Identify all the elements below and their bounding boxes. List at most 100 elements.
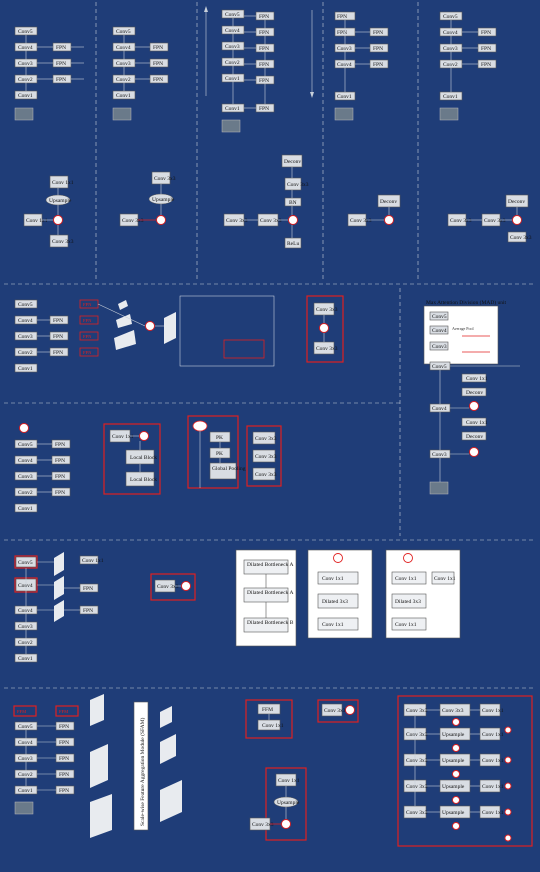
fusion5-conv-c-label: Conv 3x3 <box>510 235 532 241</box>
grid-out-icon-4 <box>505 809 511 815</box>
fpn-label-p5-2: FPN <box>481 46 491 52</box>
fusion3-relu-label: ReLu <box>287 241 299 247</box>
mad-channel-weight-icon-2 <box>470 448 479 457</box>
fpn-label-p2-c: FPN <box>153 77 163 83</box>
grid-out-icon-1 <box>505 727 511 733</box>
bottleneck-b-shortcut-label: Conv 1x1 <box>434 576 456 582</box>
mad-average-pool-label: Average Pool <box>452 326 474 331</box>
bottleneck-b-conv2-label: Conv 1x1 <box>395 622 417 628</box>
fusion2-conv-a-label: Conv 3x3 <box>122 218 144 224</box>
input-image-thumbnail <box>15 108 33 120</box>
conv-label-p3-6: Conv1 <box>225 106 240 112</box>
conv-stack-3-label: Conv 3x3 <box>255 472 277 478</box>
r3-top-add-icon <box>20 424 29 433</box>
grid-conv-15-label: Conv 1x1 <box>482 810 504 816</box>
local-block-2-label: Local Block <box>130 477 157 483</box>
fpn-label-p3-3: FPN <box>259 46 269 52</box>
input-image-thumbnail-p2 <box>113 108 131 120</box>
fpn-red-label-3: FPN <box>83 334 92 339</box>
grid-conv-10-label: Conv 3x3 <box>406 784 428 790</box>
grid-conv-3-label: Conv 1x1 <box>482 708 504 714</box>
mad-conv-a-label: Conv 1x1 <box>466 376 488 382</box>
r4-fpn-2-label: FPN <box>83 608 93 614</box>
conv5-label-p2: Conv5 <box>116 29 131 35</box>
r5-out-3 <box>160 780 182 822</box>
grid-conv-2-label: Conv 3x3 <box>442 708 464 714</box>
conv3-label: Conv3 <box>18 61 33 67</box>
stacked-feature-map <box>164 312 176 344</box>
conv3-label-p2: Conv3 <box>116 61 131 67</box>
fusion3-add-icon <box>289 216 298 225</box>
fpn-label-r3-1: FPN <box>55 442 65 448</box>
grid-out-icon-3 <box>505 783 511 789</box>
grid-conv-9-label: Conv 1x1 <box>482 758 504 764</box>
r5-stack-3 <box>90 794 112 838</box>
fpn-label-p3-1: FPN <box>259 14 269 20</box>
conv2-label-r4: Conv3 <box>18 624 33 630</box>
fusion2-upsample-label: Upsample <box>152 197 175 203</box>
fusion3-conv-label: Conv 3x3 <box>287 182 309 188</box>
grid-module-frame <box>398 696 532 846</box>
r5-fpn-4-label: FPN <box>59 772 69 778</box>
upsample-block-conv-label: Conv 1x1 <box>278 778 300 784</box>
mad-title: Max Attention Division (MAD) unit <box>426 299 507 306</box>
fusion3-bn-label: BN <box>289 200 297 206</box>
grid-conv-6-label: Conv 1x1 <box>482 732 504 738</box>
grid-conv-12-label: Conv 1x1 <box>482 784 504 790</box>
panel-5-pyramid: Conv5 Conv4 Conv3 Conv2 Conv1 FPN FPN FP… <box>440 12 496 120</box>
r4-fpn-1-label: FPN <box>83 586 93 592</box>
row4-dilated-network: Conv5 Conv4 Conv4 Conv3 Conv2 Conv1 Conv… <box>15 550 460 662</box>
grid-conv-11-label: Upsample <box>442 784 465 790</box>
fpn-label-r2-3: FPN <box>53 350 63 356</box>
row2-feature-stack-network: Conv5 Conv4 Conv3 Conv2 Conv1 FPN FPN FP… <box>15 296 274 372</box>
grid-add-icon-1 <box>453 719 460 726</box>
fusion3-conv-left-label: Conv 3x3 <box>226 218 248 224</box>
mad-conv-b-label: Conv 1x1 <box>466 420 488 426</box>
mad-conv4-label: Conv4 <box>432 406 447 412</box>
sfam-label: Scale-wise Feature Aggregation Module (S… <box>139 717 146 826</box>
bottleneck-a-dilated-label: Dilated 3x3 <box>322 599 348 605</box>
bottleneck-b-conv1-label: Conv 1x1 <box>395 576 417 582</box>
fpn-label-r2-1: FPN <box>53 318 63 324</box>
grid-add-icon-3 <box>453 771 460 778</box>
r5-fpn-3-label: FPN <box>59 756 69 762</box>
fpn-label-4: FPN <box>56 45 66 51</box>
mad-deconv-b-label: Deconv <box>466 434 483 440</box>
fpn-label-p5-1: FPN <box>481 30 491 36</box>
conv3-label-r2: Conv3 <box>18 334 33 340</box>
mad-deconv-a-label: Deconv <box>466 390 483 396</box>
mad-conv3-label: Conv3 <box>432 452 447 458</box>
fpn-label-p3-4: FPN <box>259 62 269 68</box>
mad-pool-2-label: Conv3 <box>432 344 447 350</box>
fpn-label-p4-2: FPN <box>373 46 383 52</box>
row1-fusion-blocks: Conv 1x1 Upsample Conv 1x1 Conv 3x3 Conv… <box>24 155 532 248</box>
grid-add-icon-4 <box>453 797 460 804</box>
grid-out-icon-2 <box>505 757 511 763</box>
fpn-detail-conv-top-label: Conv 3x3 <box>316 307 338 313</box>
fusion1-conv-1x1-label: Conv 1x1 <box>52 180 74 186</box>
local-conv-label: Conv 1x1 <box>112 434 134 440</box>
conv-label-p4-5: Conv1 <box>337 94 352 100</box>
conv1-label-r4: Conv2 <box>18 640 33 646</box>
mad-conv5-label: Conv5 <box>432 364 447 370</box>
r4-conv-right-label: Conv 1x1 <box>82 558 104 564</box>
conv4-label: Conv4 <box>18 45 33 51</box>
r4-fusion-add-icon <box>182 582 191 591</box>
conv-label-p4-3: Conv3 <box>337 46 352 52</box>
panel-3-bidirectional-pyramid: Conv5 Conv4 Conv3 Conv2 Conv1 Conv1 FPN … <box>204 6 314 132</box>
fpn-label-r3-3: FPN <box>55 474 65 480</box>
grid-conv-14-label: Upsample <box>442 810 465 816</box>
conv5-label: Conv5 <box>18 29 33 35</box>
input-image-thumbnail-p3 <box>222 120 240 132</box>
fpn-label-p3-2: FPN <box>259 30 269 36</box>
fusion4-conv-label: Conv 3x3 <box>350 218 372 224</box>
local-add-icon <box>140 432 149 441</box>
input-image-thumbnail-p5 <box>440 108 458 120</box>
ffm-detail-conv-label: Conv 1x1 <box>262 723 284 729</box>
conv-label-p5-5: Conv1 <box>443 94 458 100</box>
conv3-label-r4: Conv4 <box>18 608 33 614</box>
pk-label-2: PK <box>216 451 223 457</box>
fpn-label-p3-5: FPN <box>259 78 269 84</box>
